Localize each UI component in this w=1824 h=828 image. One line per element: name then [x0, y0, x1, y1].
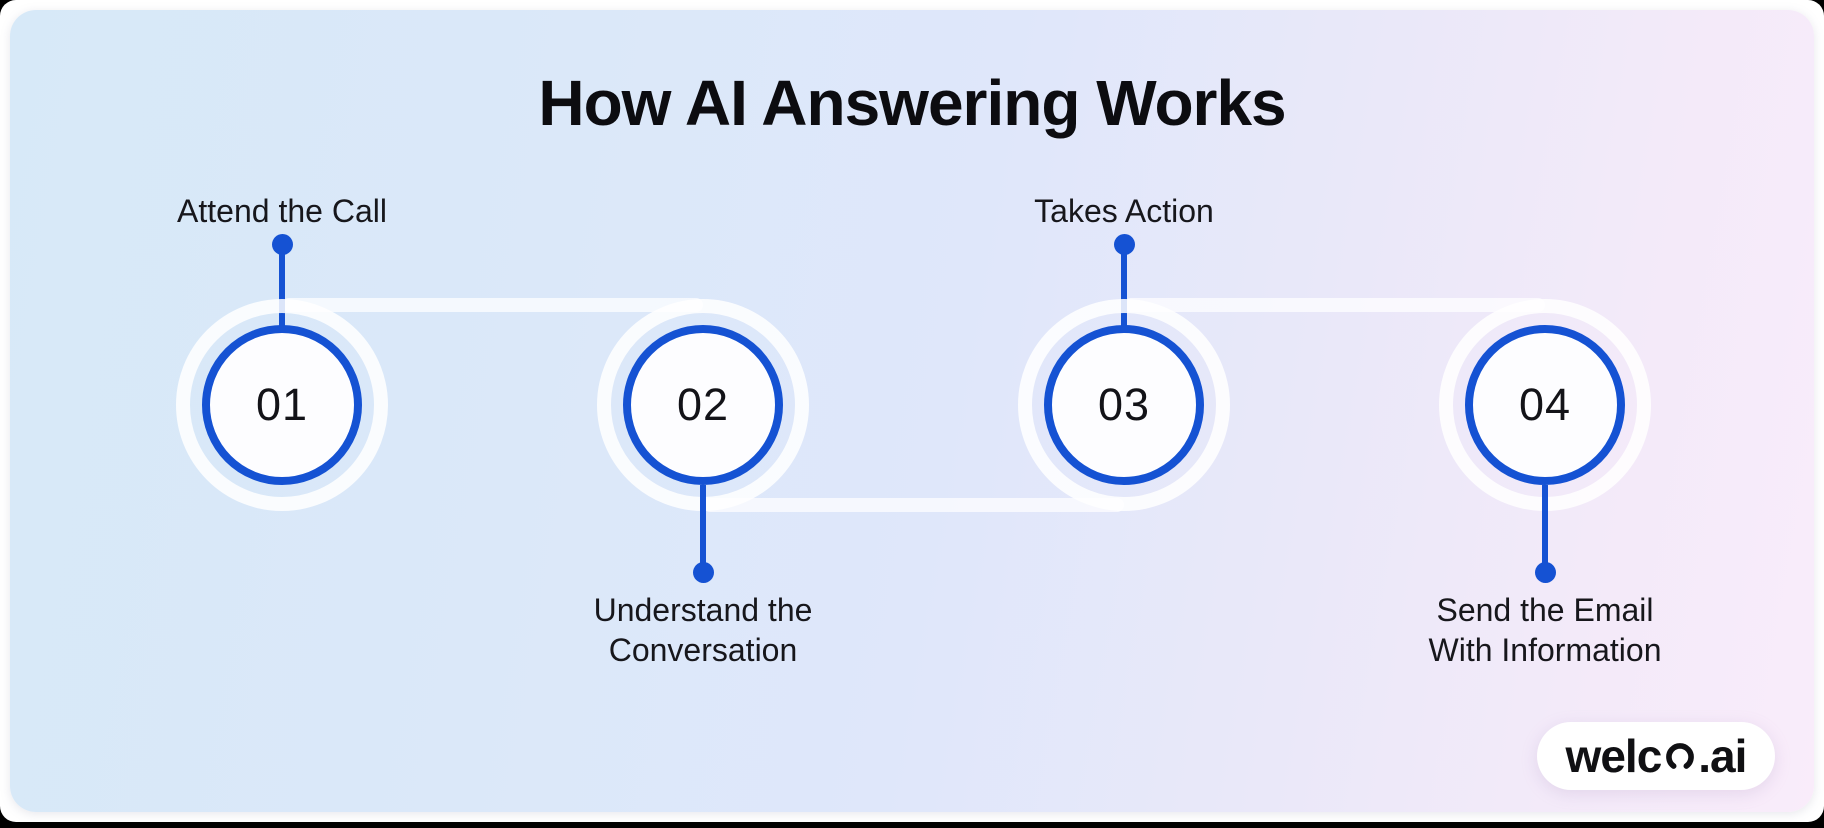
connector-band-bottom-middle: [703, 498, 1124, 512]
step-circle: 04: [1465, 325, 1625, 485]
connector-dot-icon: [1113, 234, 1135, 255]
step-number: 02: [676, 379, 730, 430]
brand-logo: welc .ai: [1537, 722, 1775, 790]
connector-dot-icon: [271, 234, 293, 255]
connector-band-top-left: [282, 298, 703, 312]
step-label: Takes Action: [1034, 193, 1214, 229]
connector-stem: [1121, 246, 1127, 327]
step-label: Send the Email With Information: [1428, 592, 1662, 668]
step-number: 04: [1518, 379, 1572, 430]
step-number: 03: [1097, 379, 1151, 430]
step-circle: 03: [1044, 325, 1204, 485]
connector-stem: [700, 485, 706, 571]
headset-o-icon: [1666, 743, 1695, 769]
page-title: How AI Answering Works: [538, 67, 1286, 139]
step-circle: 01: [202, 325, 362, 485]
step-number: 01: [255, 379, 309, 430]
step-label: Attend the Call: [177, 193, 387, 229]
connector-band-top-right: [1124, 298, 1545, 312]
connector-dot-icon: [692, 562, 714, 583]
connector-stem: [1542, 485, 1548, 571]
connector-dot-icon: [1534, 562, 1556, 583]
connector-stem: [279, 246, 285, 327]
step-circle: 02: [623, 325, 783, 485]
step-label: Understand the Conversation: [593, 592, 813, 668]
brand-logo-text: welc .ai: [1565, 730, 1748, 782]
